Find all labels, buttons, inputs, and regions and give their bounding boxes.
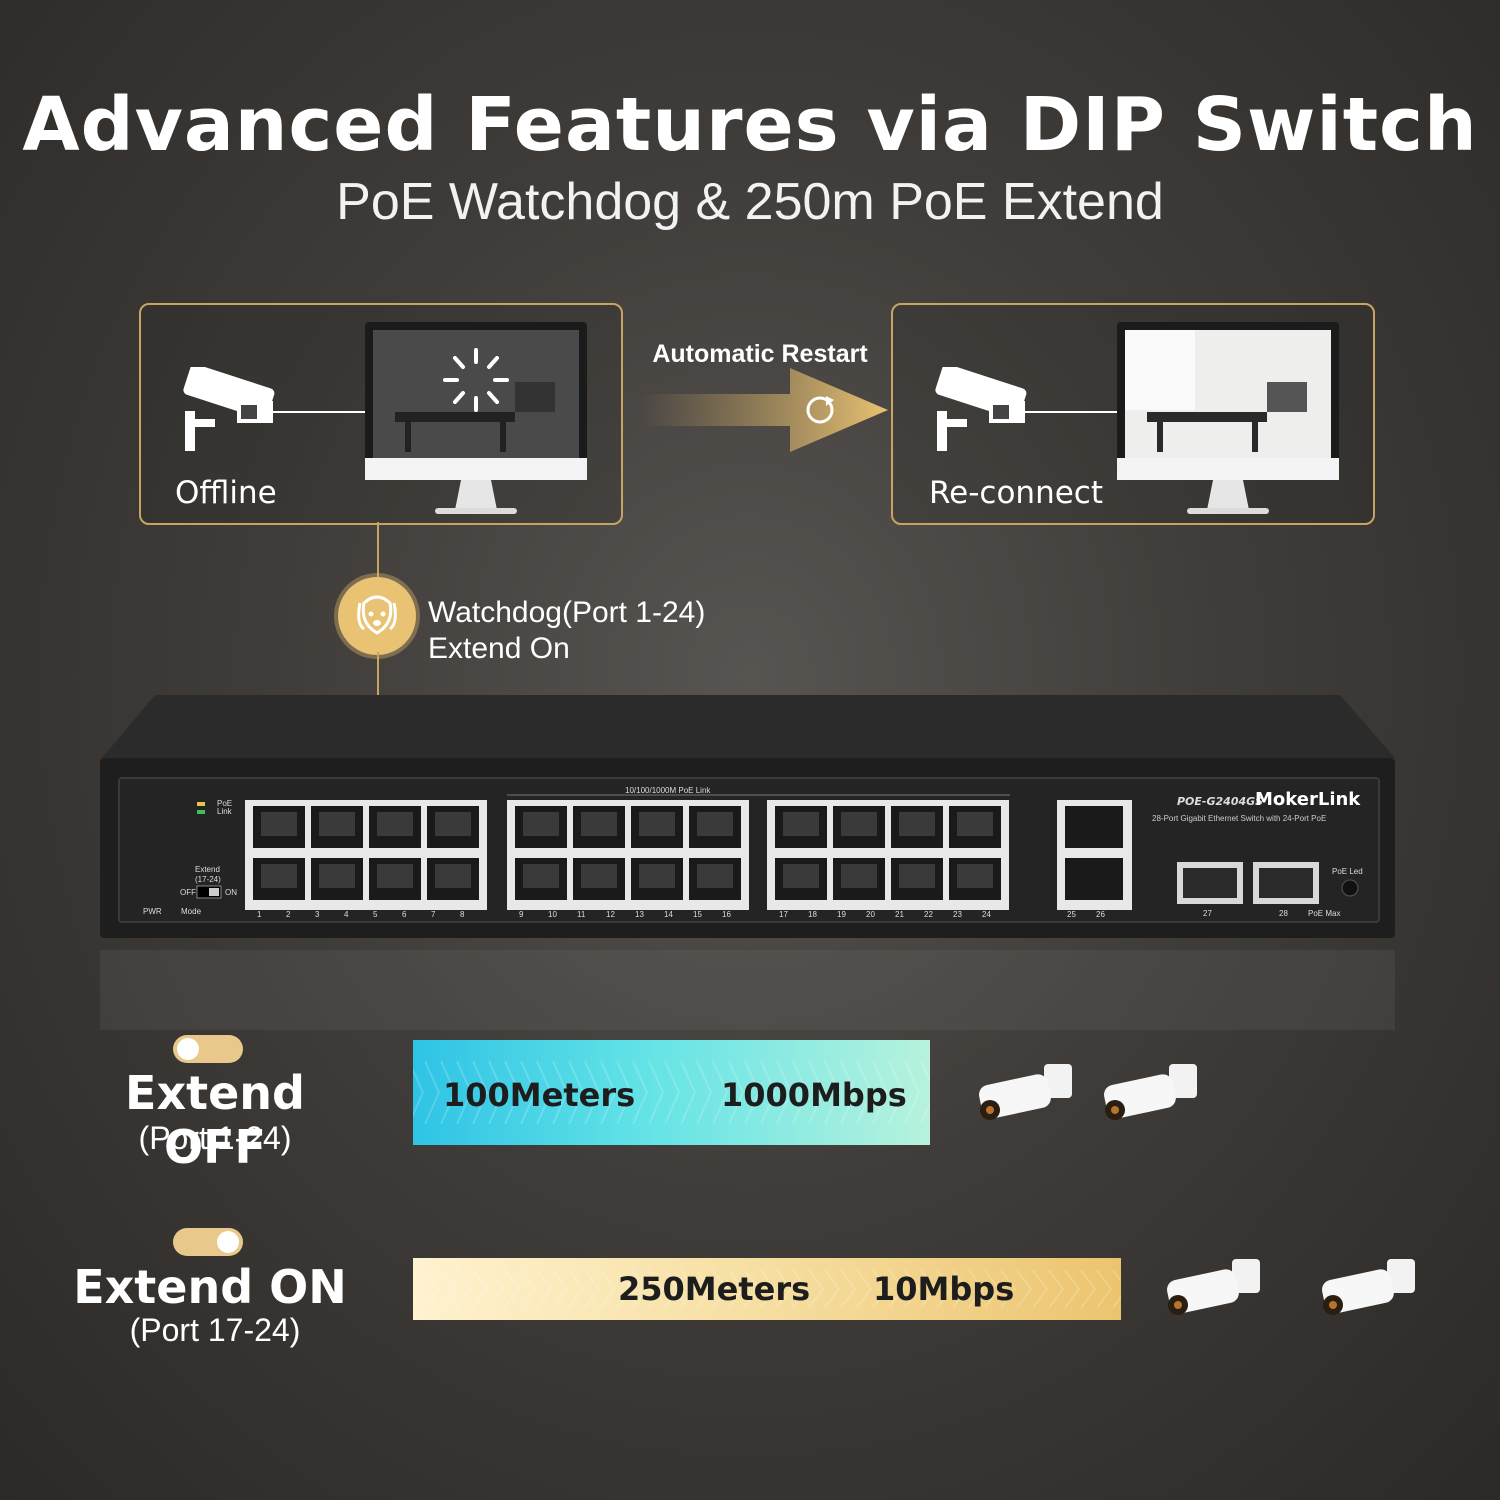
watchdog-port-label: Watchdog(Port 1-24) xyxy=(428,596,706,629)
port-number: 2 xyxy=(286,910,291,919)
extend-off-bar: 100Meters 1000Mbps xyxy=(413,1040,930,1145)
port-number: 5 xyxy=(373,910,378,919)
switch-description: 28-Port Gigabit Ethernet Switch with 24-… xyxy=(1152,814,1326,823)
offline-label: Offline xyxy=(175,475,277,511)
port-number: 9 xyxy=(519,910,524,919)
port-number: 16 xyxy=(722,910,731,919)
port-number: 24 xyxy=(982,910,991,919)
monitor-icon xyxy=(365,322,587,514)
restart-icon xyxy=(806,396,834,424)
port-number: 20 xyxy=(866,910,875,919)
chevron-pattern xyxy=(413,1269,1121,1309)
bullet-camera-icon xyxy=(1104,1064,1197,1120)
extend-on-distance: 250Meters xyxy=(618,1270,811,1308)
port-number: 18 xyxy=(808,910,817,919)
extend-off-toggle-icon xyxy=(173,1035,243,1063)
poe-max-label: PoE Max xyxy=(1308,909,1340,918)
port-number: 22 xyxy=(924,910,933,919)
port-number: 13 xyxy=(635,910,644,919)
extend-on-bar: 250Meters 10Mbps xyxy=(413,1258,1121,1320)
extend-on-toggle-icon xyxy=(173,1228,243,1256)
connector-line xyxy=(1049,411,1119,413)
pwr-label: PWR xyxy=(143,907,162,916)
port-number: 1 xyxy=(257,910,262,919)
extend-on-ports: (Port 17-24) xyxy=(129,1312,301,1348)
monitor-icon xyxy=(1117,322,1339,514)
camera-icon xyxy=(183,367,297,451)
port-number: 17 xyxy=(779,910,788,919)
port-number: 8 xyxy=(460,910,465,919)
bullet-camera-icon xyxy=(1322,1259,1415,1315)
port-number: 19 xyxy=(837,910,846,919)
dog-icon xyxy=(357,595,397,635)
watchdog-badge xyxy=(338,577,416,655)
offline-panel: Offline xyxy=(139,303,623,525)
watchdog-connector xyxy=(377,652,379,696)
bullet-camera-icon xyxy=(1167,1259,1260,1315)
mode-label: Mode xyxy=(181,907,202,916)
on-label: ON xyxy=(225,888,237,897)
off-label: OFF xyxy=(180,888,196,897)
reconnect-panel: Re-connect xyxy=(891,303,1375,525)
page-title: Advanced Features via DIP Switch xyxy=(22,82,1478,168)
connector-line xyxy=(297,411,367,413)
port-number: 21 xyxy=(895,910,904,919)
rj45-port xyxy=(1065,858,1123,900)
rj45-port xyxy=(1065,806,1123,848)
port-number: 23 xyxy=(953,910,962,919)
extend-off-speed: 1000Mbps xyxy=(721,1076,907,1114)
extend-label: Extend xyxy=(195,865,220,874)
switch-reflection xyxy=(95,950,1400,1030)
watchdog-connector xyxy=(377,522,379,580)
port-number: 4 xyxy=(344,910,349,919)
loading-icon xyxy=(443,348,509,412)
port-number: 28 xyxy=(1279,909,1288,918)
port-number: 11 xyxy=(577,910,586,919)
automatic-restart-label: Automatic Restart xyxy=(652,340,868,368)
legend-link: Link xyxy=(217,807,233,816)
chevron-pattern xyxy=(413,1060,930,1125)
model-label: POE-G2404GS xyxy=(1177,795,1263,808)
camera-icon xyxy=(935,367,1049,451)
reconnect-label: Re-connect xyxy=(929,475,1103,511)
extend-range: (17-24) xyxy=(195,875,221,884)
extend-on-title: Extend ON xyxy=(73,1260,347,1314)
restart-arrow-icon xyxy=(640,368,888,452)
port-number: 26 xyxy=(1096,910,1105,919)
extend-off-title: Extend OFF xyxy=(125,1066,305,1174)
port-number: 7 xyxy=(431,910,436,919)
bullet-camera-icon xyxy=(979,1064,1072,1120)
port-number: 3 xyxy=(315,910,320,919)
port-number: 14 xyxy=(664,910,673,919)
port-number: 15 xyxy=(693,910,702,919)
network-switch: PoE Link Extend (17-24) OFF ON PWR Mode … xyxy=(100,695,1395,938)
poe-led-button xyxy=(1341,879,1359,897)
extend-off-ports: (Port 1-24) xyxy=(138,1120,292,1156)
extend-off-distance: 100Meters xyxy=(443,1076,636,1114)
brand-logo: MokerLink xyxy=(1255,789,1361,810)
port-number: 6 xyxy=(402,910,407,919)
port-number: 25 xyxy=(1067,910,1076,919)
legend-poe: PoE xyxy=(217,799,232,808)
watchdog-extend-label: Extend On xyxy=(428,632,570,665)
page-subtitle: PoE Watchdog & 250m PoE Extend xyxy=(336,173,1164,231)
port-number: 27 xyxy=(1203,909,1212,918)
link-label: 10/100/1000M PoE Link xyxy=(625,786,711,795)
extend-on-speed: 10Mbps xyxy=(873,1270,1015,1308)
port-number: 10 xyxy=(548,910,557,919)
poe-led-label: PoE Led xyxy=(1332,867,1363,876)
port-number: 12 xyxy=(606,910,615,919)
